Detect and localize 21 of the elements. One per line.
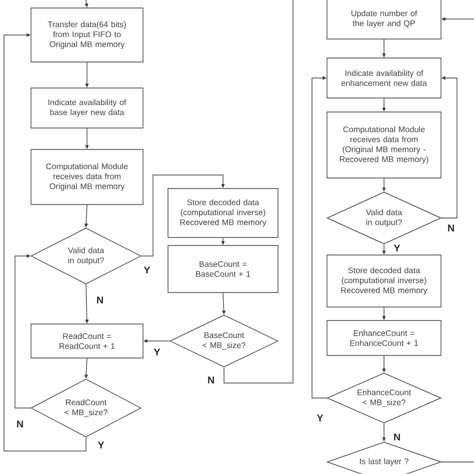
arrow xyxy=(14,254,31,408)
process-box: Transfer data(64 bits) from Input FIFO to Original MB memory xyxy=(30,8,144,62)
arrow xyxy=(312,76,327,398)
edge-label: Y xyxy=(96,440,106,450)
process-box: Computational Module receives data from Original MB memory xyxy=(30,149,144,205)
arrow xyxy=(4,33,86,452)
process-box: Update number of the layer and QP xyxy=(326,0,442,40)
arrow xyxy=(441,76,458,218)
process-box: Indicate availability of base layer new data xyxy=(30,88,144,128)
process-box: Computational Module receives data from (Original MB memory - Recovered MB memory) xyxy=(326,112,442,178)
edge-label: Y xyxy=(152,348,162,356)
process-box: Store decoded data (computational inverse) Recovered MB memory xyxy=(326,254,442,308)
edge-label: Y xyxy=(142,266,152,274)
process-box: EnhanceCount = EnhanceCount + 1 xyxy=(326,320,442,356)
process-box: BaseCount = BaseCount + 1 xyxy=(168,245,278,293)
process-box: Store decoded data (computational inverse) Recovered MB memory xyxy=(168,188,278,238)
process-box: Indicate availability of enhancement new data xyxy=(326,58,442,98)
edge-label: Y xyxy=(392,244,402,252)
arrow xyxy=(141,174,225,256)
edge-label: Y xyxy=(316,414,324,422)
process-box: ReadCount = ReadCount + 1 xyxy=(30,324,144,358)
